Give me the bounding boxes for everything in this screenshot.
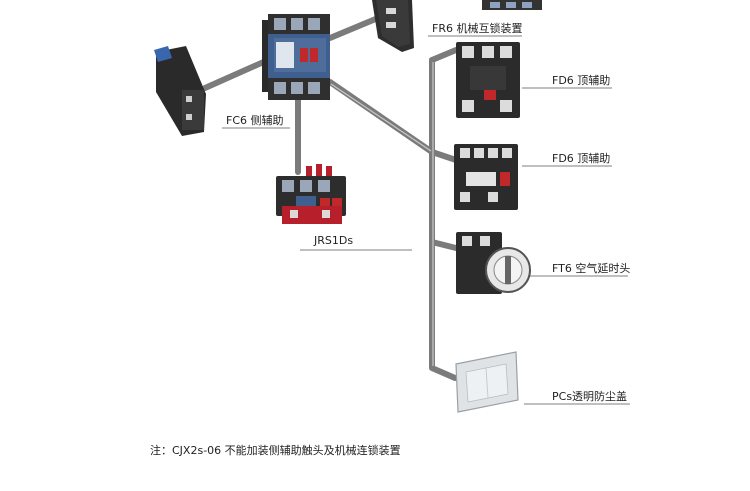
- label-jrs1ds-text: JRS1Ds: [313, 234, 353, 247]
- fd6-top-aux-device-2: [454, 144, 518, 210]
- label-fc6-text: FC6 侧辅助: [226, 113, 284, 127]
- fc6-side-aux-device: [154, 46, 206, 136]
- label-fr6: FR6 机械互锁装置: [428, 21, 522, 37]
- jrs1ds-relay-device: [276, 164, 346, 224]
- label-fd6-top-text: FD6 顶辅助: [552, 73, 610, 87]
- label-fd6-second: FD6 顶辅助: [522, 151, 612, 167]
- fd6-top-aux-device-1: [456, 42, 520, 118]
- label-ft6-text: FT6 空气延时头: [552, 261, 630, 275]
- contactor-device: [262, 14, 330, 100]
- pcs-dust-cover-device: [455, 351, 519, 413]
- label-fc6: FC6 侧辅助: [222, 113, 290, 129]
- label-fd6-second-text: FD6 顶辅助: [552, 151, 610, 165]
- footnote: 注：CJX2s-06 不能加装侧辅助触头及机械连锁装置: [150, 443, 401, 457]
- label-jrs1ds: JRS1Ds: [300, 234, 412, 251]
- label-fr6-text: FR6 机械互锁装置: [432, 21, 522, 35]
- label-fd6-top: FD6 顶辅助: [522, 73, 612, 89]
- label-pcs-text: PCs透明防尘盖: [552, 389, 627, 403]
- fr6-interlock-device: [372, 0, 414, 52]
- ft6-air-timer-device: [456, 232, 531, 294]
- top-right-device: [482, 0, 542, 10]
- label-pcs: PCs透明防尘盖: [524, 389, 630, 405]
- label-ft6: FT6 空气延时头: [530, 261, 630, 277]
- connector-lines: [202, 15, 459, 381]
